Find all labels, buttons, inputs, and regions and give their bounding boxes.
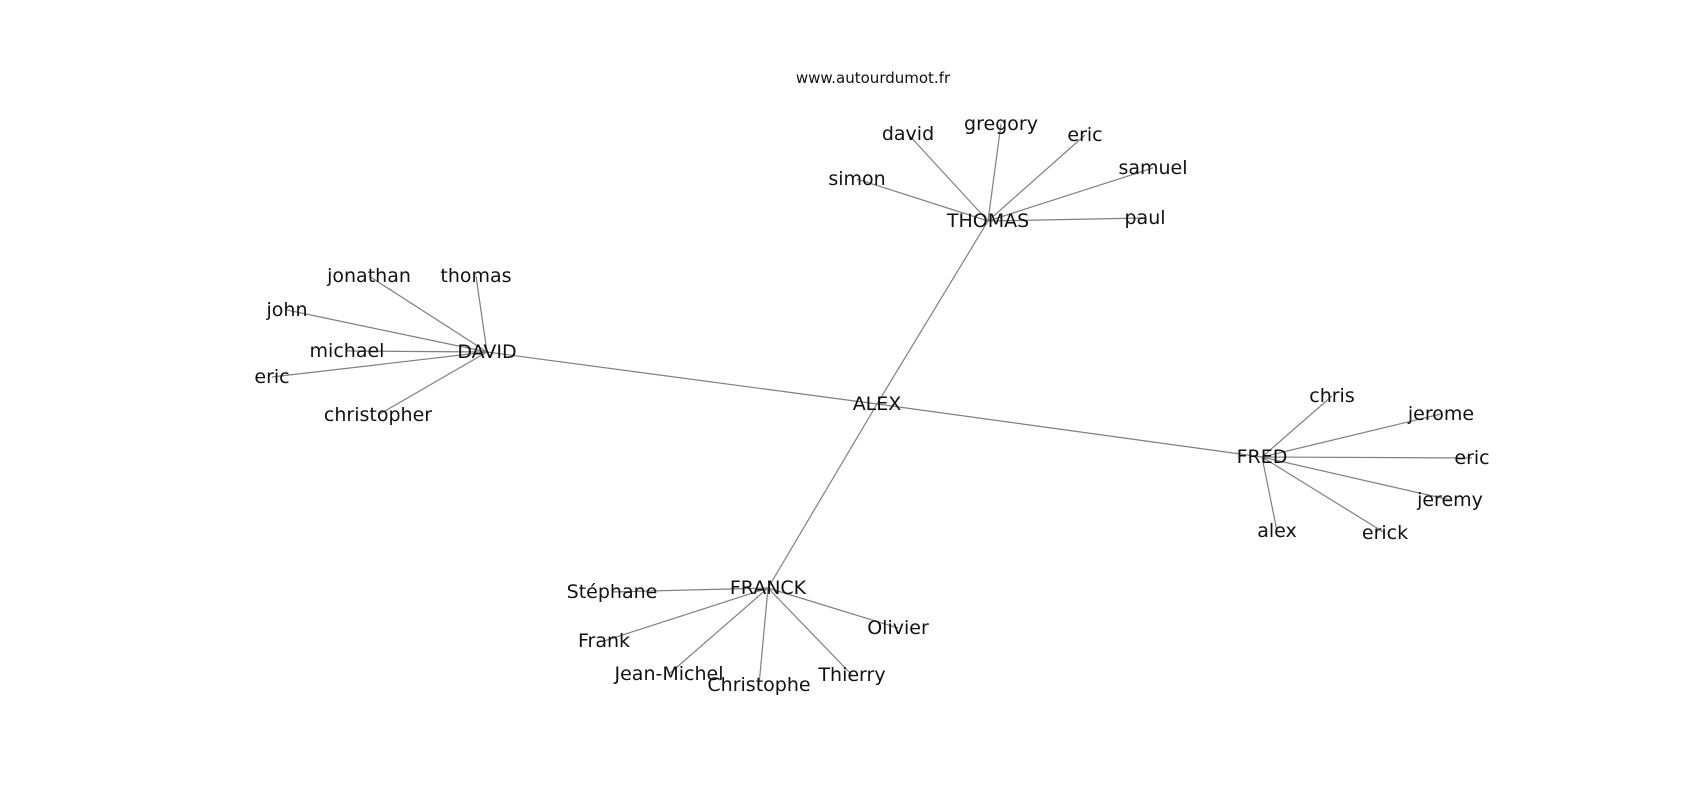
node-leaf-david-john: john [266, 299, 308, 321]
edge-franck-thierry [767, 587, 853, 676]
node-leaf-franck-stephane: Stéphane [567, 581, 658, 603]
edge-thomas-david [907, 133, 989, 222]
site-url: www.autourdumot.fr [796, 69, 951, 87]
edge-franck-stephane [611, 587, 769, 593]
edge-thomas-simon [856, 178, 989, 222]
graph-labels: www.autourdumot.fr ALEX THOMAS simon david g… [254, 69, 1489, 696]
edge-david-thomas [475, 275, 488, 353]
graph-edges [271, 123, 1473, 686]
edge-thomas-paul [987, 217, 1146, 222]
node-leaf-fred-chris: chris [1309, 385, 1354, 407]
node-leaf-franck-jean-michel: Jean-Michel [614, 663, 724, 685]
node-hub-david: DAVID [457, 341, 516, 363]
node-leaf-david-michael: michael [310, 340, 385, 362]
node-leaf-thomas-samuel: samuel [1118, 157, 1187, 179]
edge-fred-chris [1261, 395, 1333, 458]
node-leaf-fred-jerome: jerome [1407, 403, 1474, 425]
edge-franck-frank [603, 587, 769, 642]
edge-thomas-samuel [987, 167, 1154, 222]
edge-fred-alex [1261, 456, 1278, 532]
edge-fred-erick [1261, 456, 1386, 534]
edge-david-john [286, 309, 488, 353]
node-leaf-thomas-eric: eric [1067, 124, 1102, 146]
edge-david-michael [346, 350, 488, 353]
edge-alex-thomas [876, 220, 989, 405]
node-leaf-david-jonathan: jonathan [326, 265, 411, 287]
node-leaf-fred-erick: erick [1362, 522, 1408, 544]
edge-franck-christophe [758, 587, 769, 686]
node-hub-thomas: THOMAS [946, 210, 1029, 232]
edge-fred-eric [1261, 456, 1473, 459]
node-leaf-fred-alex: alex [1257, 520, 1297, 542]
node-leaf-fred-eric: eric [1454, 447, 1489, 469]
edge-thomas-gregory [987, 123, 1002, 222]
node-leaf-thomas-david: david [882, 123, 934, 145]
edge-franck-jean-michel [668, 587, 769, 675]
node-leaf-david-thomas: thomas [440, 265, 511, 287]
edge-david-jonathan [368, 275, 488, 353]
edge-thomas-eric [987, 134, 1086, 222]
node-leaf-david-christopher: christopher [324, 404, 432, 426]
node-leaf-franck-thierry: Thierry [817, 664, 885, 686]
node-leaf-david-eric: eric [254, 366, 289, 388]
edge-david-eric [271, 351, 488, 378]
node-hub-fred: FRED [1237, 446, 1288, 468]
node-leaf-thomas-simon: simon [828, 168, 885, 190]
node-leaf-franck-christophe: Christophe [707, 674, 810, 696]
edge-alex-david [486, 351, 878, 405]
node-leaf-thomas-paul: paul [1124, 207, 1165, 229]
edge-alex-franck [767, 403, 878, 589]
edge-fred-jerome [1261, 413, 1442, 458]
node-leaf-franck-olivier: Olivier [867, 617, 929, 639]
node-leaf-fred-jeremy: jeremy [1416, 489, 1483, 511]
edge-david-christopher [377, 351, 488, 416]
node-leaf-thomas-gregory: gregory [964, 113, 1038, 135]
node-root-alex: ALEX [853, 393, 902, 415]
edge-fred-jeremy [1261, 456, 1451, 501]
edge-franck-olivier [767, 587, 899, 629]
edge-alex-fred [876, 403, 1263, 458]
node-hub-franck: FRANCK [730, 577, 807, 599]
node-leaf-franck-frank: Frank [578, 630, 630, 652]
